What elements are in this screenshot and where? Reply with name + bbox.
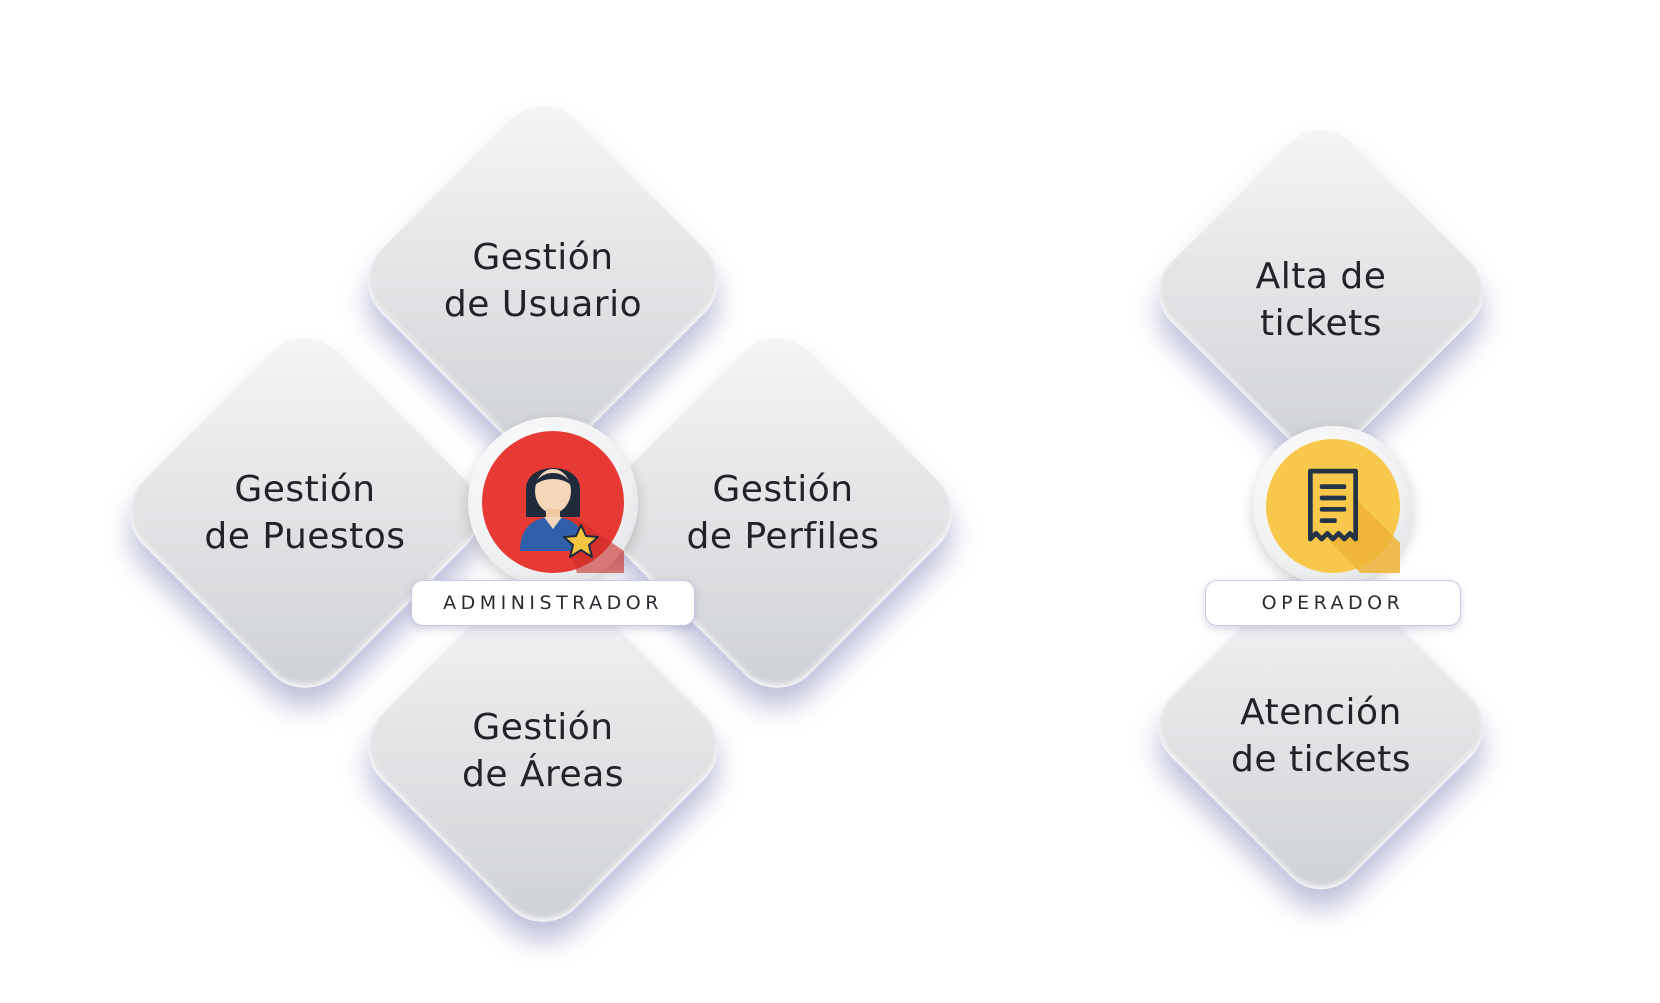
tile-label-gestion-areas: Gestión de Áreas xyxy=(461,707,625,795)
administrador-hub xyxy=(468,417,638,587)
operador-hub xyxy=(1253,426,1413,586)
ticket-receipt-icon xyxy=(1266,439,1400,573)
tile-label-alta-tickets: Alta de tickets xyxy=(1255,256,1387,344)
tile-label-atencion-tickets: Atención de tickets xyxy=(1231,692,1411,780)
tile-label-gestion-perfiles: Gestión de Perfiles xyxy=(686,469,880,557)
role-badge-administrador: ADMINISTRADOR xyxy=(411,580,695,626)
admin-user-star-icon xyxy=(482,431,624,573)
tile-label-gestion-usuario: Gestión de Usuario xyxy=(443,237,643,325)
role-badge-operador: OPERADOR xyxy=(1205,580,1461,626)
tile-label-gestion-puestos: Gestión de Puestos xyxy=(204,469,406,557)
